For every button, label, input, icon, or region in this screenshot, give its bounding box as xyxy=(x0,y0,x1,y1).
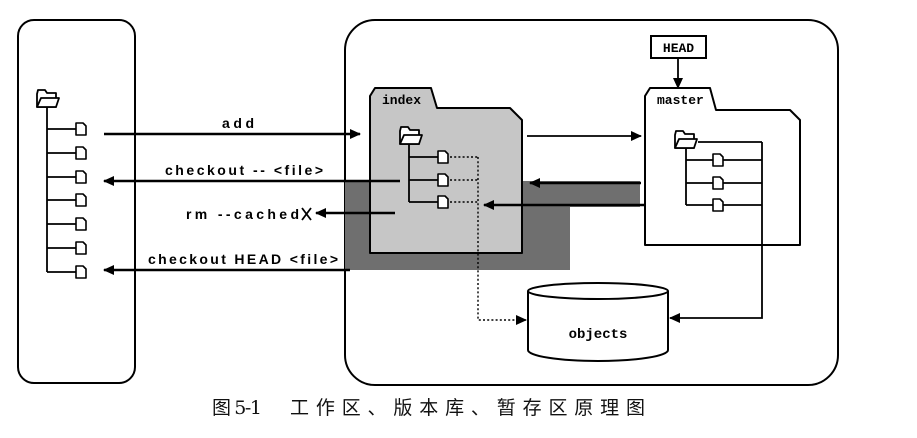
file-icon xyxy=(712,153,724,167)
file-icon xyxy=(712,176,724,190)
master-to-objects-link xyxy=(670,141,763,318)
file-icon xyxy=(75,265,87,279)
file-icon xyxy=(75,122,87,136)
folder-icon xyxy=(674,130,698,149)
index-label: index xyxy=(382,93,421,108)
working-directory-panel xyxy=(17,19,136,384)
index-tree-lines xyxy=(408,144,438,203)
index-to-objects-link xyxy=(450,156,526,320)
working-tree-lines xyxy=(46,107,76,273)
cylinder-top xyxy=(527,282,669,300)
file-icon xyxy=(75,241,87,255)
file-icon xyxy=(437,173,449,187)
objects-cylinder xyxy=(527,282,669,362)
file-icon xyxy=(75,193,87,207)
file-icon xyxy=(75,170,87,184)
figure-number: 图 5-1 xyxy=(212,397,262,419)
head-label: HEAD xyxy=(663,41,694,56)
master-label: master xyxy=(657,93,704,108)
master-tree-lines xyxy=(685,148,713,206)
file-icon xyxy=(437,195,449,209)
cross-stroke xyxy=(301,207,312,221)
objects-label: objects xyxy=(569,327,628,343)
file-icon xyxy=(75,146,87,160)
file-icon xyxy=(437,150,449,164)
index-box xyxy=(369,87,523,254)
checkout-head-file-label: checkout HEAD <file> xyxy=(148,251,338,267)
file-icon xyxy=(712,198,724,212)
cylinder-body xyxy=(527,291,669,362)
rm-cached-label: rm --cached xyxy=(186,206,299,222)
checkout-file-label: checkout -- <file> xyxy=(165,162,323,178)
cross-icon xyxy=(301,207,312,221)
folder-icon xyxy=(399,126,423,145)
figure-caption: 工作区、版本库、暂存区原理图 xyxy=(290,397,645,419)
file-icon xyxy=(75,217,87,231)
add-label: add xyxy=(222,115,254,131)
folder-icon xyxy=(36,89,60,108)
